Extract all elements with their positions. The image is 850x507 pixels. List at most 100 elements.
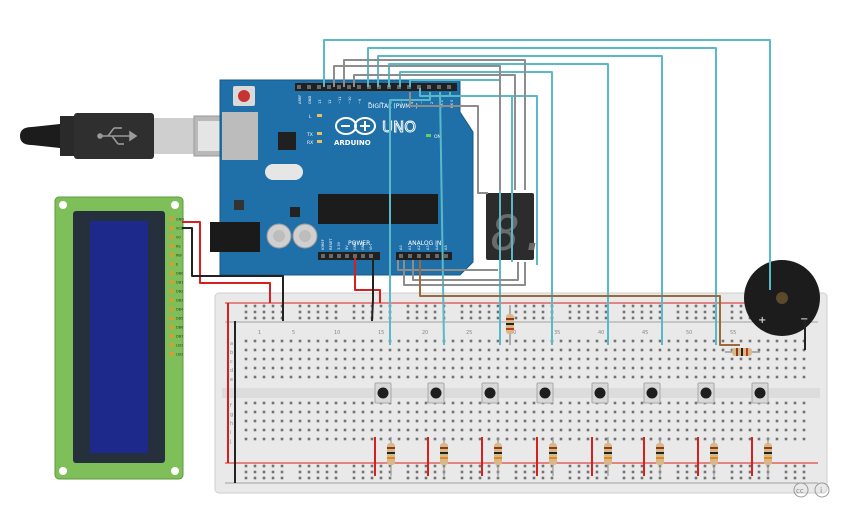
buzzer-resistor bbox=[725, 348, 760, 356]
analog-label: ANALOG IN bbox=[408, 240, 441, 247]
push-button-4[interactable] bbox=[536, 382, 554, 404]
pin-label-10: ~10 bbox=[348, 96, 352, 104]
lcd-pin-0 bbox=[169, 217, 174, 221]
push-button-3[interactable] bbox=[481, 382, 499, 404]
col-number-40: 40 bbox=[598, 330, 604, 336]
resistor-7 bbox=[697, 437, 718, 476]
power-pin-labels: IOREF RESET 3.3V 5V GND GND Vin bbox=[321, 238, 373, 250]
lcd-pin-12 bbox=[169, 325, 174, 329]
arduino-uno-board: ARDUINO UNO DIGITAL (PWM~) POWER ANALOG … bbox=[210, 79, 474, 276]
pin-label-2: 2 bbox=[430, 102, 434, 104]
pin-label-13: 13 bbox=[318, 99, 322, 104]
lcd-pin-3 bbox=[169, 244, 174, 248]
lcd-pin-label: DB5 bbox=[176, 317, 183, 321]
col-number-50: 50 bbox=[686, 330, 692, 336]
series-resistor bbox=[506, 305, 514, 345]
pin-label-11: ~11 bbox=[338, 96, 342, 104]
row-letter-i: i bbox=[230, 430, 231, 436]
pin-label-3: ~3 bbox=[420, 99, 424, 104]
power-label: POWER bbox=[348, 240, 370, 247]
push-button-1[interactable] bbox=[374, 382, 392, 404]
pin-label-gnd: GND bbox=[308, 96, 312, 104]
push-button-6[interactable] bbox=[643, 382, 661, 404]
resistor-8 bbox=[751, 437, 772, 476]
buzzer-minus-label: − bbox=[800, 314, 808, 325]
resistor-4 bbox=[536, 437, 557, 476]
pin-label-a3: A3 bbox=[426, 245, 430, 250]
col-number-1: 1 bbox=[258, 330, 261, 336]
pin-label-a1: A1 bbox=[408, 245, 412, 250]
lcd-pin-label: DB2 bbox=[176, 290, 183, 294]
row-letter-g: g bbox=[230, 412, 233, 418]
push-button-7[interactable] bbox=[697, 382, 715, 404]
digital-label: DIGITAL (PWM~) bbox=[368, 103, 418, 110]
lcd-pin-label: DB0 bbox=[176, 272, 183, 276]
row-letter-c: c bbox=[230, 359, 233, 365]
row-letter-b: b bbox=[230, 350, 233, 356]
pin-label-7: 7 bbox=[380, 102, 384, 104]
pin-label-a0: A0 bbox=[399, 245, 403, 250]
digital-header bbox=[295, 83, 457, 91]
col-number-15: 15 bbox=[378, 330, 384, 336]
lcd-pin-14 bbox=[169, 343, 174, 347]
lcd-pin-2 bbox=[169, 235, 174, 239]
lcd-pin-4 bbox=[169, 253, 174, 257]
pin-label-12: 12 bbox=[328, 99, 332, 104]
push-button-8[interactable] bbox=[751, 382, 769, 404]
row-letter-a: a bbox=[230, 341, 233, 347]
lcd-pin-15 bbox=[169, 352, 174, 356]
row-letter-f: f bbox=[230, 403, 232, 409]
row-letter-h: h bbox=[230, 421, 233, 427]
lcd-display: GNDVCCV0RSRWEDB0DB1DB2DB3DB4DB5DB6DB7LED… bbox=[54, 196, 184, 480]
usb-icon bbox=[97, 127, 138, 145]
lcd-pin-label: V0 bbox=[176, 236, 181, 240]
pin-label-gnd2: GND bbox=[361, 242, 365, 250]
lcd-pin-label: LED bbox=[176, 353, 183, 357]
lcd-pins: GNDVCCV0RSRWEDB0DB1DB2DB3DB4DB5DB6DB7LED… bbox=[169, 217, 184, 357]
lcd-pin-label: DB6 bbox=[176, 326, 183, 330]
lcd-pin-label: RW bbox=[176, 254, 182, 258]
col-number-5: 5 bbox=[292, 330, 295, 336]
lcd-pin-8 bbox=[169, 289, 174, 293]
reset-button bbox=[238, 90, 250, 102]
pin-label-9: ~9 bbox=[358, 98, 362, 104]
resistor-2 bbox=[427, 437, 448, 476]
lcd-pin-label: GND bbox=[176, 218, 184, 222]
row-letter-j: j bbox=[229, 439, 231, 445]
pin-label-vin: Vin bbox=[369, 244, 373, 250]
led-l-label: L bbox=[309, 114, 312, 120]
col-number-20: 20 bbox=[422, 330, 428, 336]
push-button-2[interactable] bbox=[427, 382, 445, 404]
col-number-45: 45 bbox=[642, 330, 648, 336]
seven-segment-display: 8. bbox=[486, 193, 549, 262]
analog-pin-labels: A0 A1 A2 A3 A4 A5 bbox=[399, 245, 448, 250]
arduino-logo bbox=[335, 117, 376, 135]
buzzer-plus-label: + bbox=[758, 315, 766, 326]
led-rx-label: RX bbox=[307, 140, 313, 146]
pin-label-4: 4 bbox=[410, 101, 414, 104]
pin-label-tx: TX 1 bbox=[440, 100, 444, 109]
cc-icon: cc bbox=[796, 487, 804, 495]
pulldown-resistors bbox=[374, 437, 772, 476]
lcd-pin-9 bbox=[169, 298, 174, 302]
lcd-pin-10 bbox=[169, 307, 174, 311]
lcd-pin-11 bbox=[169, 316, 174, 320]
col-number-55: 55 bbox=[730, 330, 736, 336]
lcd-pin-13 bbox=[169, 334, 174, 338]
pin-label-rx: RX 0 bbox=[450, 99, 454, 108]
row-letter-d: d bbox=[230, 368, 233, 374]
col-number-10: 10 bbox=[334, 330, 340, 336]
row-letter-e: e bbox=[230, 377, 233, 383]
breadboard: 1 5 10 15 20 25 30 35 40 45 50 55 60 a b… bbox=[214, 292, 828, 494]
pin-label-5v: 5V bbox=[345, 245, 349, 250]
resistor-3 bbox=[481, 437, 502, 476]
col-number-35: 35 bbox=[554, 330, 560, 336]
model-text: UNO bbox=[382, 118, 416, 136]
attribution-icon: i bbox=[820, 486, 822, 495]
lcd-pin-label: E bbox=[176, 263, 178, 267]
lcd-pin-label: DB7 bbox=[176, 335, 183, 339]
push-buttons bbox=[374, 382, 769, 404]
push-button-5[interactable] bbox=[591, 382, 609, 404]
pin-label-a4: A4 bbox=[435, 245, 439, 250]
